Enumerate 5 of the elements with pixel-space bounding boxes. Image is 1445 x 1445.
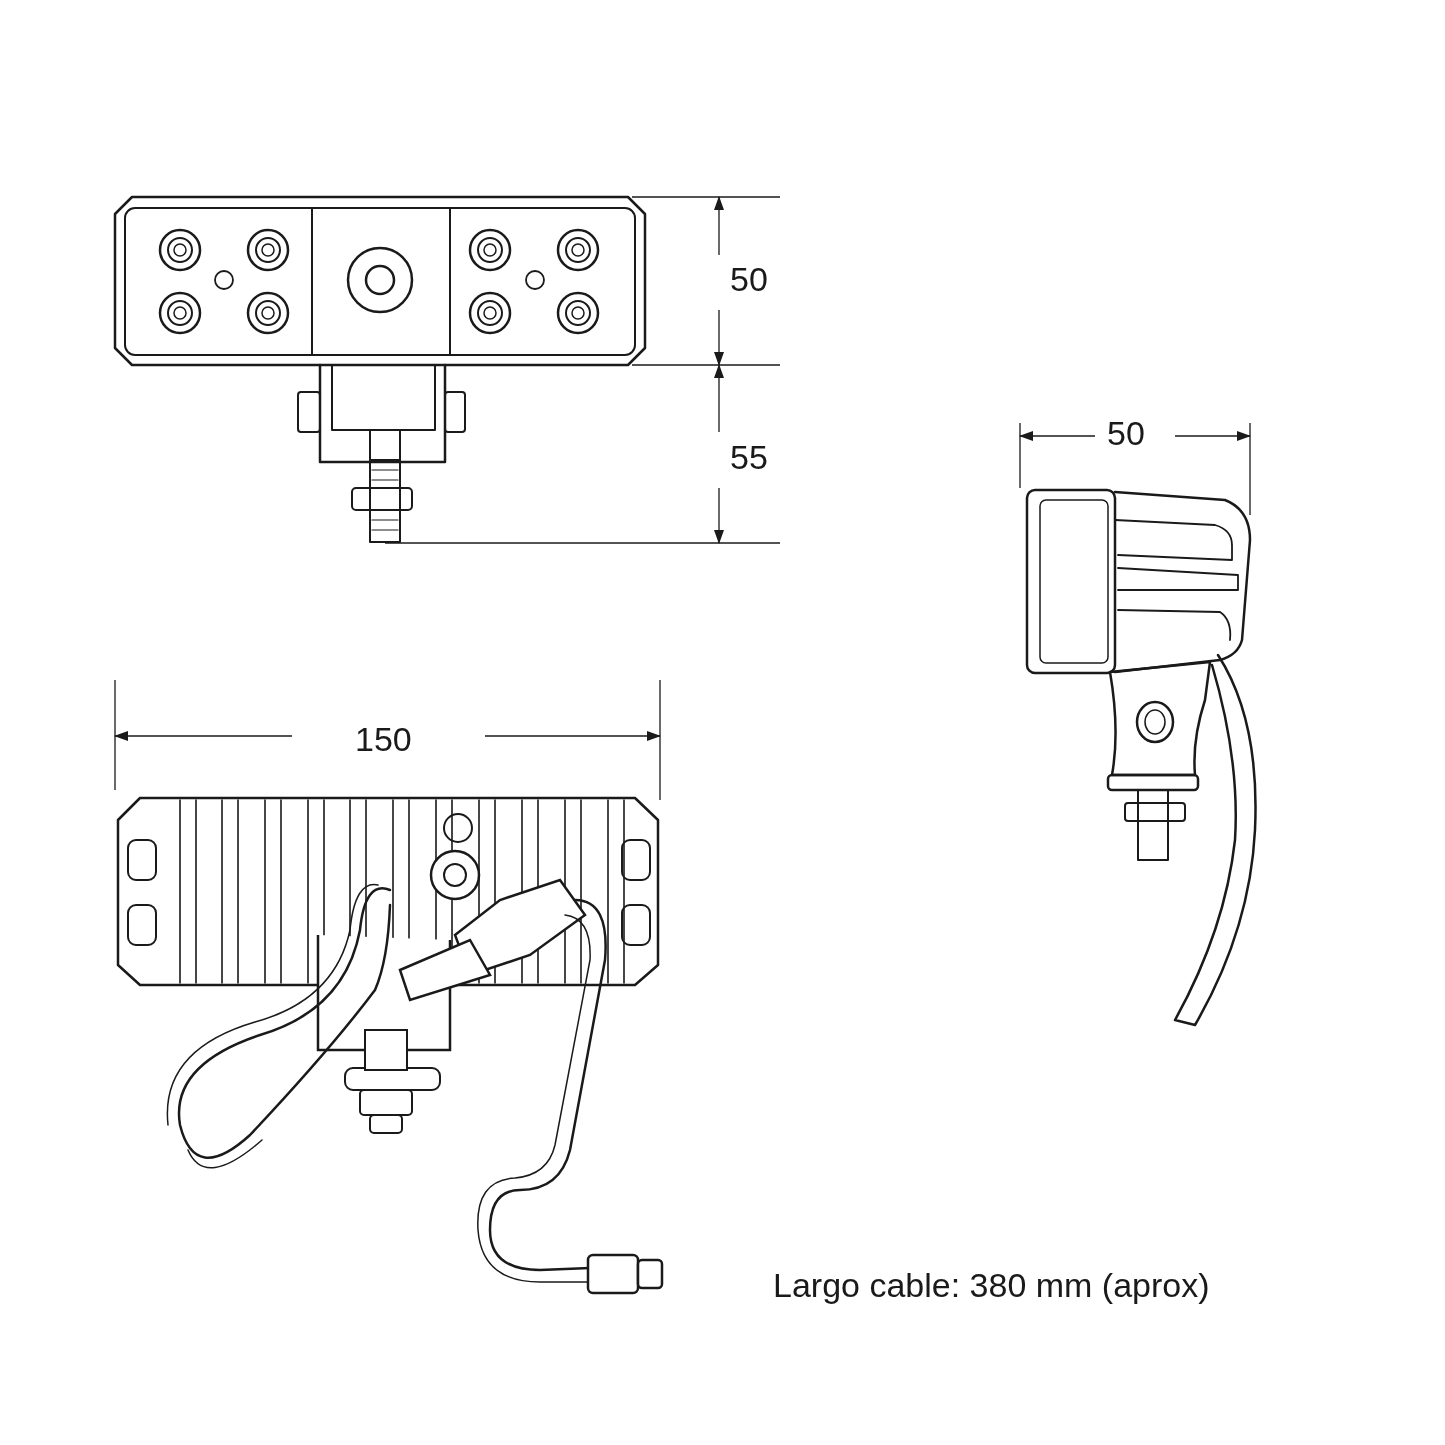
dimension-value: 150: [355, 722, 412, 756]
note: Largo cable: 380 mm (aprox): [773, 1268, 1210, 1302]
dimension-value: 50: [1107, 416, 1145, 450]
dimension-value: 50: [730, 262, 768, 296]
dimension-value: 55: [730, 440, 768, 474]
